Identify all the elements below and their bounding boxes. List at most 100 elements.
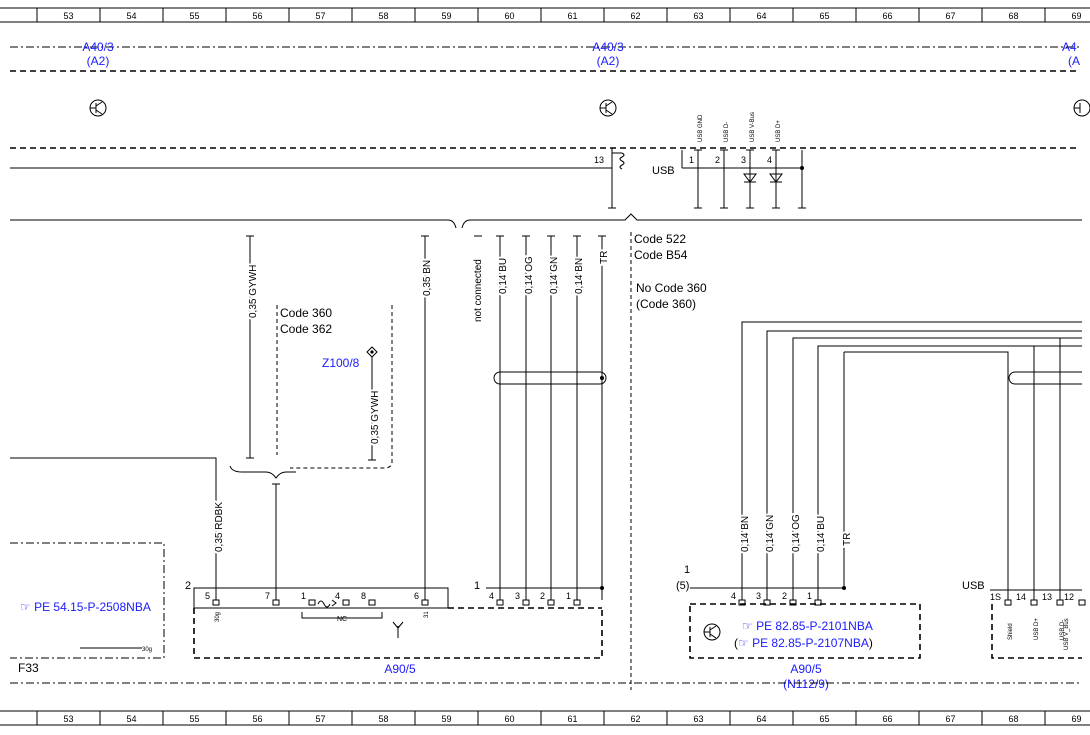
usb-right-pin-number: 14 [1016, 592, 1026, 602]
code-360-paren-line: (Code 360) [636, 297, 696, 311]
ruler-number-top: 60 [504, 11, 514, 21]
ruler-number-top: 64 [756, 11, 766, 21]
ruler-number-bottom: 63 [693, 714, 703, 724]
code-360-group: No Code 360 (Code 360) [636, 281, 707, 311]
a40-right-name[interactable]: A4 [1062, 40, 1077, 54]
bottom-ruler [0, 710, 1090, 726]
ruler-number-bottom: 66 [882, 714, 892, 724]
usb-right-pin-label: USB D+ [1034, 618, 1040, 640]
pin-13-label: 13 [594, 155, 604, 165]
usb-pin-label: USB GND [698, 114, 704, 142]
usb-right-pin-label: Shield [1008, 623, 1014, 640]
wire-label: 0,14 GN [765, 515, 776, 552]
pin-number: 1 [807, 591, 812, 601]
wire-label: not connected [473, 259, 484, 322]
ruler-number-bottom: 68 [1008, 714, 1018, 724]
a40-mid-name[interactable]: A40/3 [592, 40, 624, 54]
a90-mid-conn-num: 1 [474, 580, 480, 592]
switch-icon [317, 599, 337, 608]
usb-pin-label: USB D- [724, 122, 730, 142]
ruler-number-top: 56 [252, 11, 262, 21]
ruler-ticks: 5353545455555656575758585959606061616262… [36, 8, 1082, 725]
pin-number: 4 [335, 591, 340, 601]
ruler-number-bottom: 67 [945, 714, 955, 724]
a90-right-alt[interactable]: (N112/9) [783, 677, 829, 691]
pin-number: 8 [361, 591, 366, 601]
wire-label: 0,14 BN [574, 258, 585, 294]
wire-label: 0,14 BN [740, 516, 751, 552]
ruler-number-bottom: 54 [126, 714, 136, 724]
usb-right-box [991, 604, 1082, 659]
pin-number: 4 [489, 591, 494, 601]
wire-label: 0,35 GYWH [248, 265, 259, 318]
a40-left-alt[interactable]: (A2) [87, 54, 110, 68]
branch-bracket [229, 465, 296, 479]
pin-number: 5 [205, 591, 210, 601]
bn-wire [421, 235, 429, 600]
pointer-hand-icon: ☞ [742, 619, 756, 633]
coil-icon [612, 152, 625, 170]
ruler-number-top: 69 [1071, 11, 1081, 21]
code-362-label: Code 362 [280, 322, 332, 336]
wire-label: 0,35 RDBK [214, 502, 225, 552]
gywh-wire [246, 235, 254, 459]
z100-label[interactable]: Z100/8 [322, 356, 360, 370]
diode-icon [769, 173, 783, 183]
ruler-number-top: 62 [630, 11, 640, 21]
right-wire-group [741, 321, 1082, 600]
ruler-number-top: 61 [567, 11, 577, 21]
pointer-hand-icon: ☞ [20, 600, 34, 614]
pin-number: 1 [566, 591, 571, 601]
ruler-number-top: 63 [693, 11, 703, 21]
ruler-number-bottom: 55 [189, 714, 199, 724]
a90-right-name[interactable]: A90/5 [790, 662, 822, 676]
a40-left-name[interactable]: A40/3 [82, 40, 114, 54]
a90-left-name[interactable]: A90/5 [384, 662, 416, 676]
pin-number: 1 [301, 591, 306, 601]
nc-label: NC [337, 616, 347, 623]
usb-pin-label: USB V-Bus [750, 112, 756, 142]
ruler-number-top: 54 [126, 11, 136, 21]
diode-icon [743, 173, 757, 183]
usb-pin-number: 1 [689, 155, 694, 165]
usb-pin-number: 2 [715, 155, 720, 165]
transistor-icon [703, 623, 721, 641]
usb-pin-number: 3 [741, 155, 746, 165]
pe-82-2107-reference[interactable]: (☞ PE 82.85-P-2107NBA) [734, 636, 873, 650]
a90-left-conn-num: 2 [185, 580, 191, 592]
pin-number: 7 [265, 591, 270, 601]
ruler-number-top: 53 [63, 11, 73, 21]
code-522-group: Code 522 Code B54 [634, 232, 688, 262]
a40-mid-alt[interactable]: (A2) [597, 54, 620, 68]
pointer-hand-icon: ☞ [738, 636, 752, 650]
f33-label[interactable]: F33 [18, 661, 39, 675]
pin-sub-label: 31 [424, 611, 430, 618]
wire-label: 0,35 GYWH [370, 391, 381, 444]
code-522-line: Code 522 [634, 232, 686, 246]
pin-sub-label: 30g [215, 612, 221, 622]
usb-right-pin-number: 13 [1042, 592, 1052, 602]
twisted-pair-shield [493, 371, 607, 385]
wire-label: TR [842, 533, 853, 546]
wire-label: 0,14 OG [791, 514, 802, 552]
usb-pin-label: USB D+ [776, 120, 782, 142]
usb-upper-label: USB [652, 165, 675, 177]
transistor-icon [599, 99, 617, 117]
ruler-number-bottom: 69 [1071, 714, 1081, 724]
ruler-number-top: 65 [819, 11, 829, 21]
ruler-number-bottom: 60 [504, 714, 514, 724]
pe-82-2101-reference[interactable]: ☞ PE 82.85-P-2101NBA [742, 619, 873, 633]
wire-label: 0,14 GN [549, 257, 560, 294]
pe-54-reference[interactable]: ☞ PE 54.15-P-2508NBA [20, 600, 151, 614]
wire-label: 0,14 BU [816, 516, 827, 552]
wire-label: 0,35 BN [422, 260, 433, 296]
a40-right-alt[interactable]: (A [1068, 54, 1080, 68]
mid-wire-group [474, 235, 606, 600]
a90-right-conn-alt: (5) [676, 580, 689, 592]
